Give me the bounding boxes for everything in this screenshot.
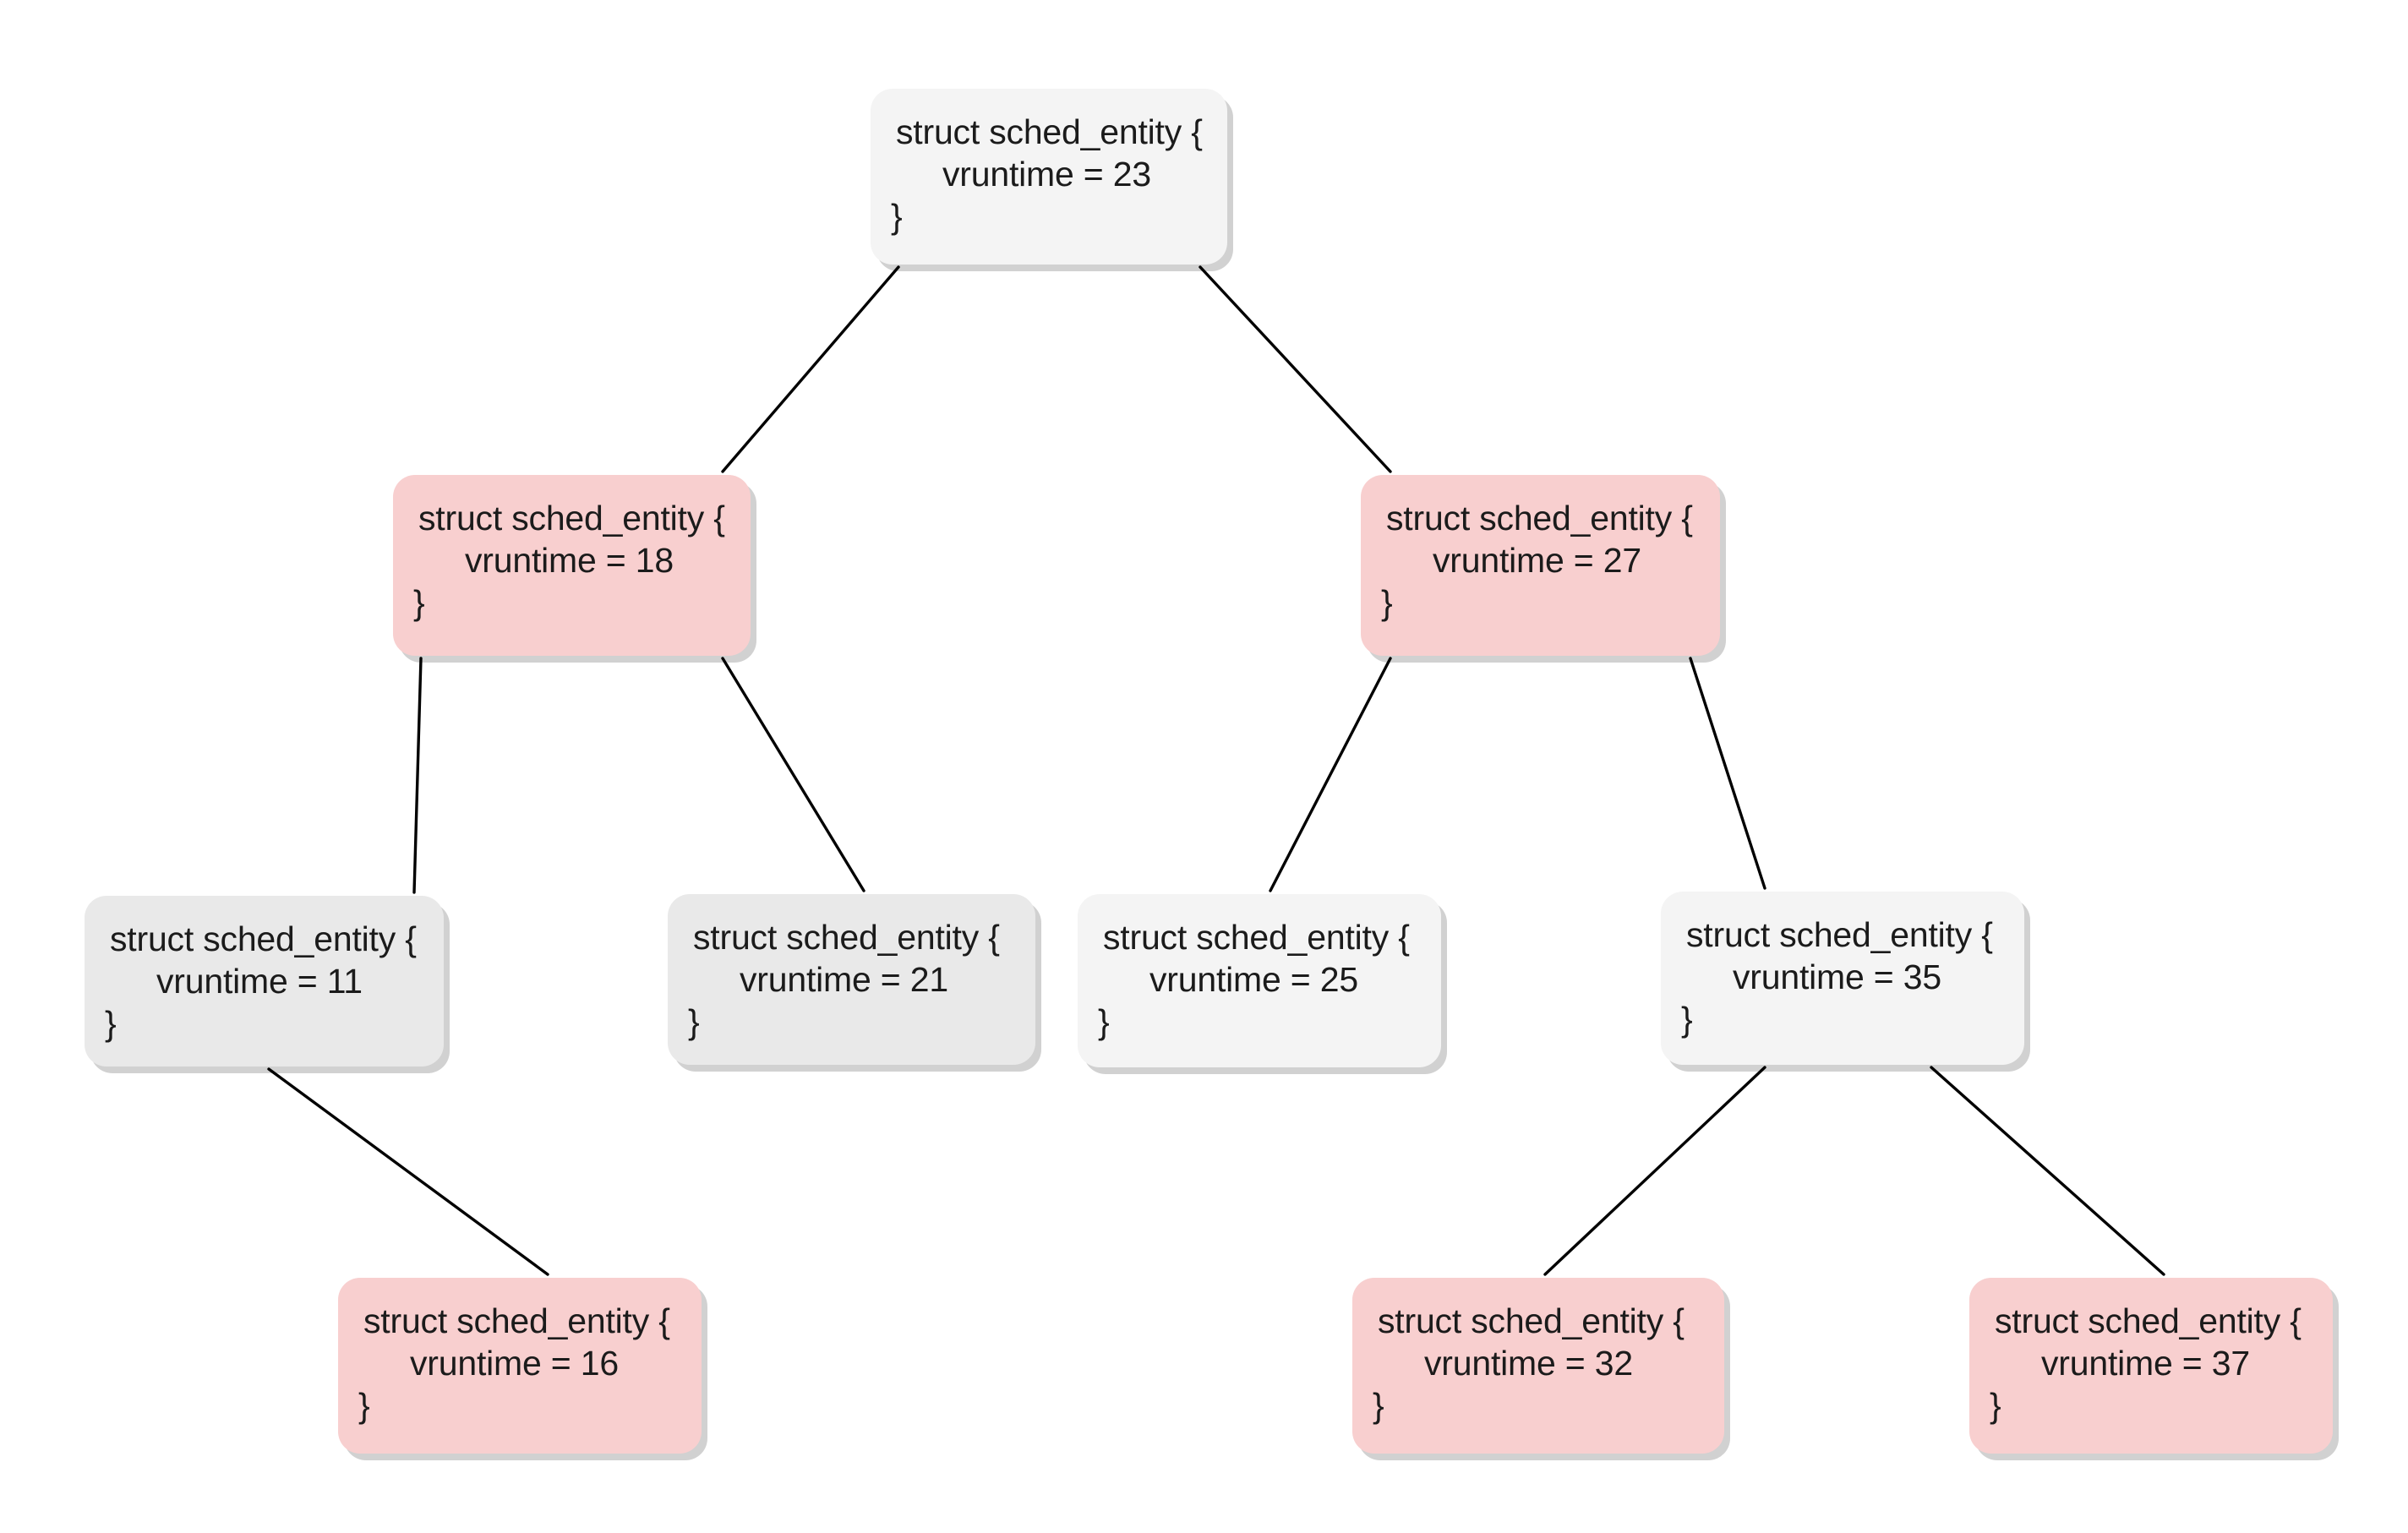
- node-vruntime-field: vruntime = 37: [2041, 1344, 2250, 1383]
- tree-edge-n27-n25: [1269, 657, 1392, 892]
- tree-edge-n18-n21: [721, 657, 865, 892]
- tree-node-n27[interactable]: struct sched_entity { vruntime = 27}: [1361, 475, 1720, 656]
- node-struct-close: }: [688, 1002, 700, 1042]
- tree-edge-n35-n37: [1930, 1066, 2165, 1276]
- node-vruntime-field: vruntime = 32: [1424, 1344, 1633, 1383]
- tree-node-n37[interactable]: struct sched_entity { vruntime = 37}: [1969, 1278, 2333, 1454]
- node-vruntime-field: vruntime = 21: [740, 960, 948, 1000]
- node-struct-close: }: [891, 197, 903, 237]
- tree-node-n23[interactable]: struct sched_entity { vruntime = 23}: [871, 89, 1227, 265]
- node-struct-open: struct sched_entity {: [1386, 499, 1693, 537]
- node-struct-open: struct sched_entity {: [418, 499, 725, 537]
- node-struct-open: struct sched_entity {: [1103, 918, 1410, 957]
- node-struct-close: }: [1373, 1386, 1384, 1426]
- tree-node-n11[interactable]: struct sched_entity { vruntime = 11}: [85, 896, 444, 1067]
- tree-node-n25[interactable]: struct sched_entity {vruntime = 25}: [1078, 894, 1441, 1067]
- node-struct-open: struct sched_entity {: [363, 1301, 670, 1340]
- node-struct-open: struct sched_entity {: [110, 919, 417, 958]
- node-vruntime-field: vruntime = 25: [1149, 960, 1358, 1000]
- node-vruntime-field: vruntime = 11: [156, 962, 363, 1001]
- node-struct-open: struct sched_entity {: [1378, 1301, 1685, 1340]
- tree-edge-n27-n35: [1689, 657, 1766, 890]
- tree-node-n18[interactable]: struct sched_entity { vruntime = 18}: [393, 475, 751, 656]
- node-vruntime-field: vruntime = 27: [1433, 541, 1641, 581]
- node-struct-open: struct sched_entity {: [1995, 1301, 2302, 1340]
- node-struct-close: }: [358, 1386, 370, 1426]
- node-vruntime-field: vruntime = 16: [410, 1344, 619, 1383]
- node-struct-close: }: [1990, 1386, 2001, 1426]
- node-struct-close: }: [413, 583, 425, 623]
- tree-node-n32[interactable]: struct sched_entity { vruntime = 32}: [1352, 1278, 1724, 1454]
- node-vruntime-field: vruntime = 35: [1733, 957, 1941, 997]
- node-struct-close: }: [1381, 583, 1393, 623]
- tree-edge-n23-n27: [1199, 265, 1392, 473]
- node-vruntime-field: vruntime = 23: [942, 155, 1151, 194]
- node-struct-open: struct sched_entity {: [1686, 915, 1993, 954]
- tree-edge-n23-n18: [721, 265, 900, 473]
- tree-node-n16[interactable]: struct sched_entity { vruntime = 16}: [338, 1278, 702, 1454]
- node-vruntime-field: vruntime = 18: [465, 541, 674, 581]
- node-struct-open: struct sched_entity {: [693, 918, 1000, 957]
- tree-node-n21[interactable]: struct sched_entity {vruntime = 21}: [668, 894, 1035, 1065]
- node-struct-close: }: [1098, 1002, 1110, 1042]
- tree-edge-n18-n11: [412, 657, 423, 894]
- tree-edge-n35-n32: [1543, 1066, 1766, 1276]
- node-struct-close: }: [1681, 1000, 1693, 1039]
- tree-edge-n11-n16: [267, 1067, 549, 1276]
- node-struct-close: }: [105, 1004, 117, 1044]
- node-struct-open: struct sched_entity {: [896, 112, 1203, 151]
- tree-node-n35[interactable]: struct sched_entity {vruntime = 35}: [1661, 892, 2024, 1065]
